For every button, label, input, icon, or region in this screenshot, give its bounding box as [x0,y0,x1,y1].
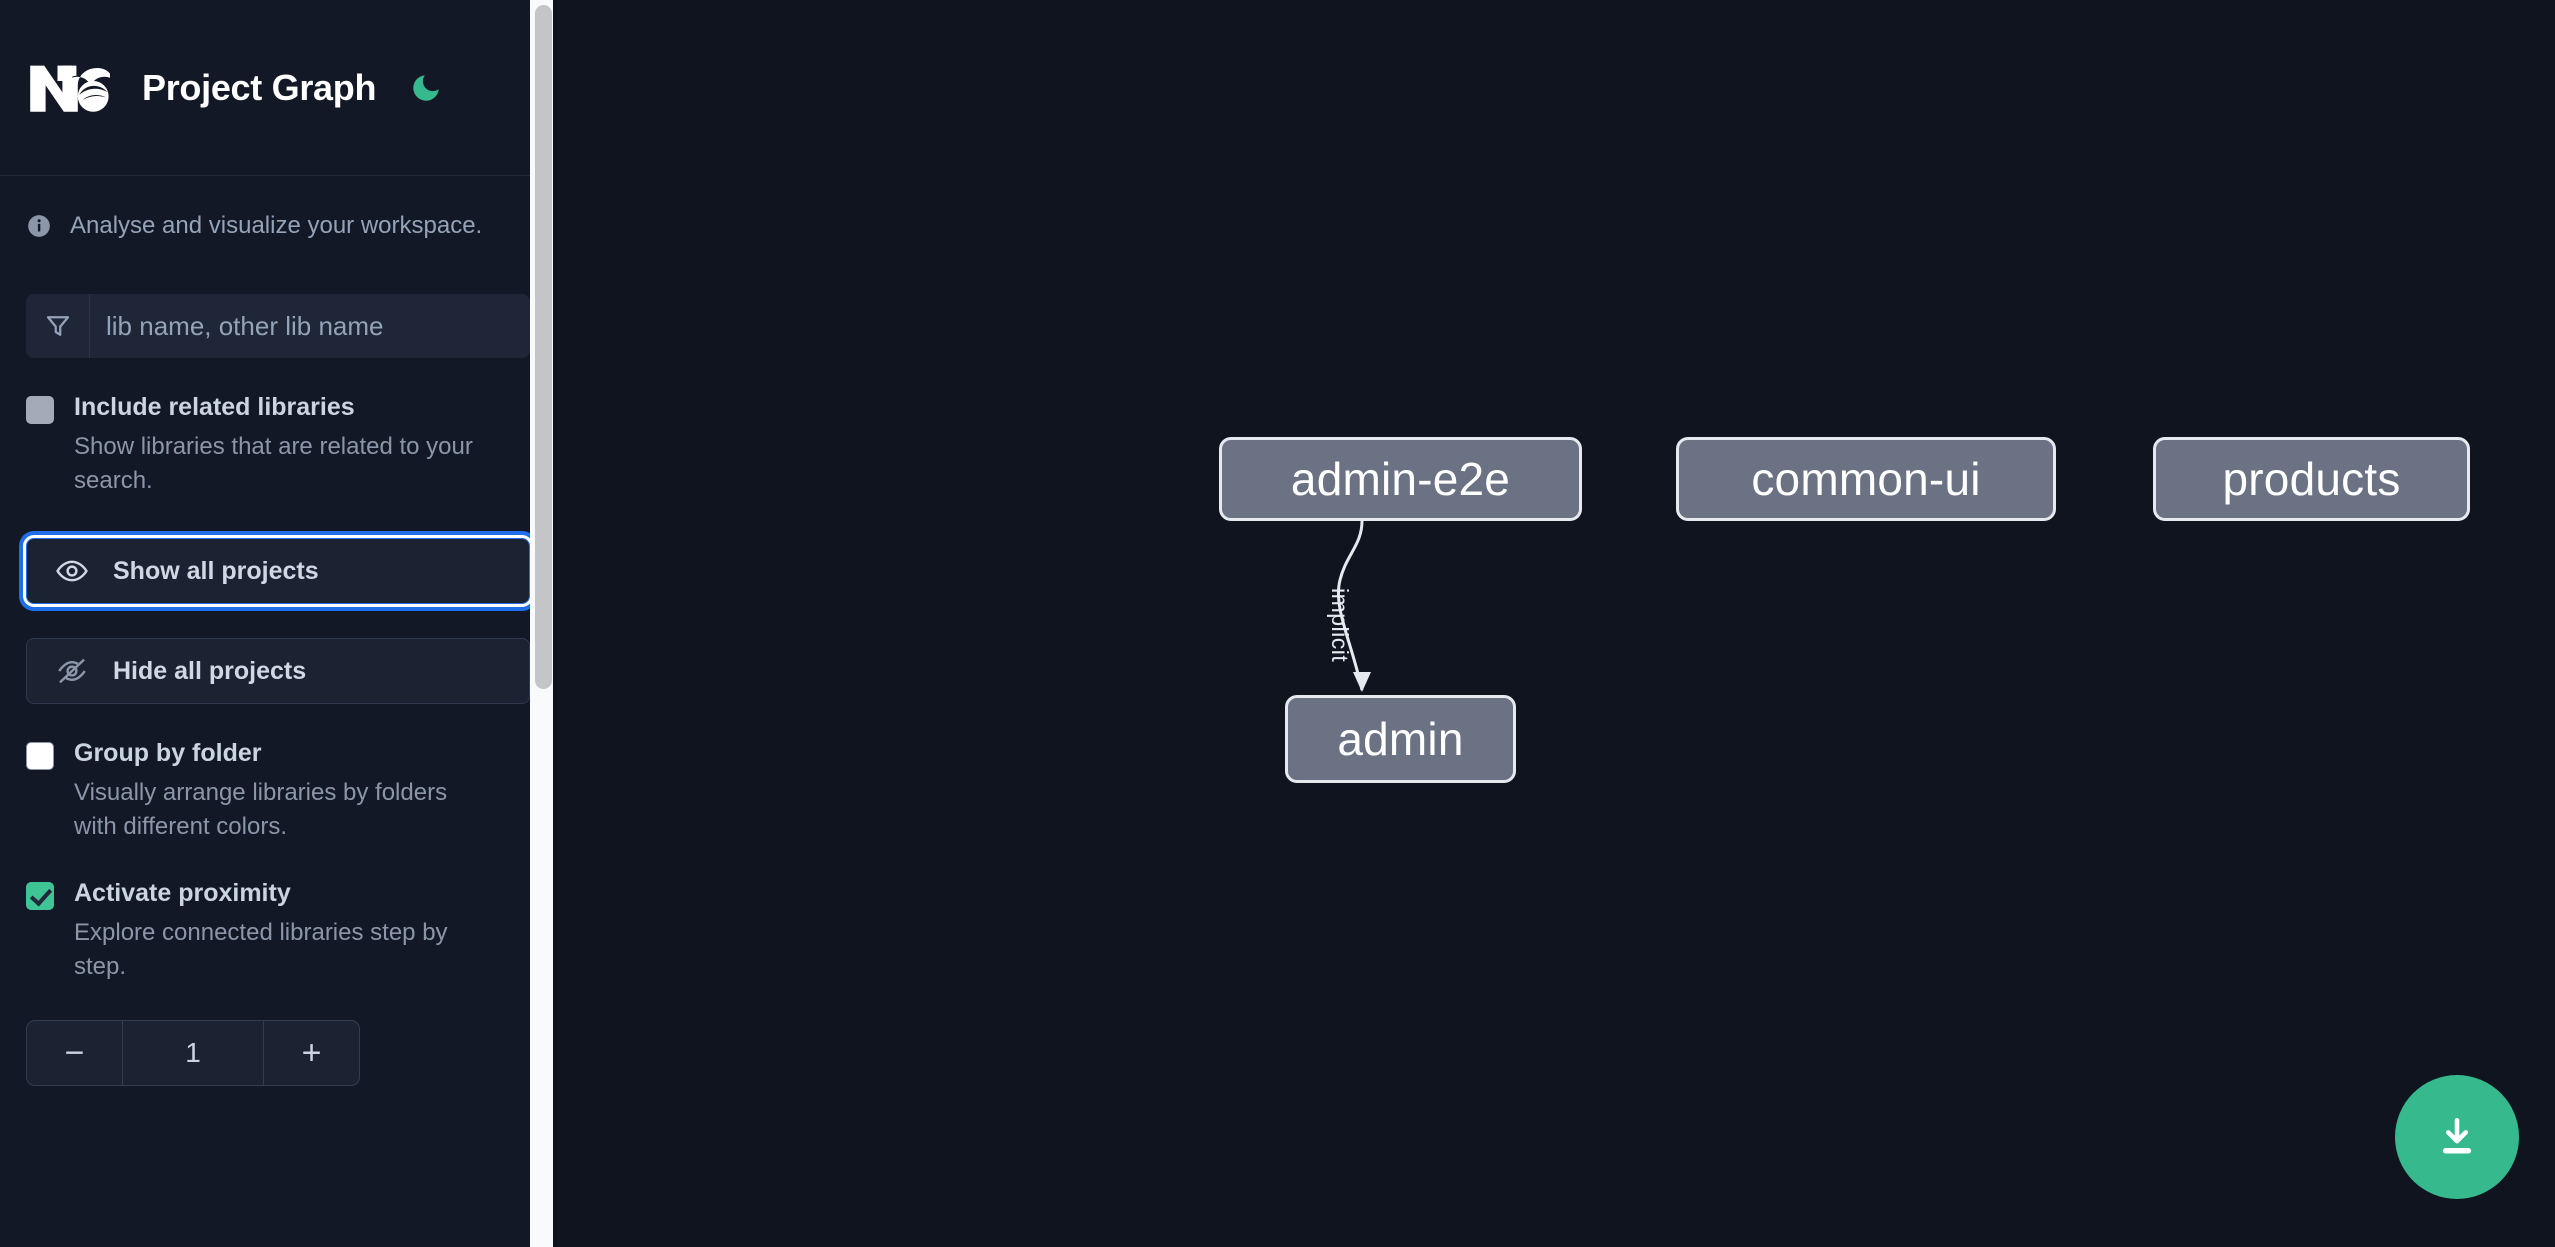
button-label: Hide all projects [113,656,307,685]
funnel-icon [26,294,90,358]
include-related-libraries-checkbox[interactable] [26,396,54,424]
show-all-projects-button[interactable]: Show all projects [26,538,530,605]
option-description: Show libraries that are related to your … [74,433,473,495]
graph-canvas[interactable]: implicit implicit admin-e2e common-ui pr… [556,0,2555,1247]
option-description: Visually arrange libraries by folders wi… [74,779,448,841]
eye-icon [55,554,89,588]
sidebar-header: Project Graph [0,0,556,176]
graph-edges [1336,520,1371,692]
button-label: Show all projects [113,556,319,585]
graph-node-products[interactable]: products [2153,437,2470,521]
stepper-value: 1 [185,1037,201,1069]
stepper-increment-button[interactable]: + [263,1021,359,1086]
filter-box[interactable] [26,294,530,358]
sidebar: Project Graph Analyse and visualize your… [0,0,556,1247]
nx-logo [26,59,114,117]
proximity-stepper-wrap: − 1 + [0,1020,556,1087]
hide-all-projects-button[interactable]: Hide all projects [26,638,530,705]
download-button[interactable] [2395,1075,2519,1199]
info-text: Analyse and visualize your workspace. [70,212,483,239]
edge-admin-e2e-to-admin [1336,520,1371,692]
group-by-folder-checkbox[interactable] [26,742,54,771]
sidebar-scrollbar-track[interactable] [530,0,556,1247]
stepper-decrement-button[interactable]: − [27,1021,123,1086]
graph-node-admin[interactable]: admin [1285,695,1516,783]
info-banner: Analyse and visualize your workspace. [0,176,556,276]
eye-off-icon [55,654,89,688]
sidebar-scrollbar-thumb[interactable] [535,5,552,689]
option-label: Group by folder [74,739,262,768]
page-title: Project Graph [142,66,377,108]
option-group-by-folder: Group by folder Visually arrange librari… [0,738,556,844]
moon-icon[interactable] [406,68,446,108]
option-include-related-libraries: Include related libraries Show libraries… [0,392,556,498]
option-description: Explore connected libraries step by step… [74,919,448,981]
option-activate-proximity: Activate proximity Explore connected lib… [0,878,556,984]
option-label: Include related libraries [74,393,355,421]
option-label: Activate proximity [74,879,291,908]
search-input[interactable] [90,294,530,358]
activate-proximity-checkbox[interactable] [26,882,54,911]
graph-node-common-ui[interactable]: common-ui [1676,437,2056,521]
visibility-buttons: Show all projects Hide all projects [0,538,556,705]
download-icon [2442,1118,2472,1154]
info-circle-icon [26,213,52,239]
graph-node-admin-e2e[interactable]: admin-e2e [1219,437,1582,521]
proximity-stepper: − 1 + [26,1020,360,1087]
filter-section [0,294,556,358]
edge-label-implicit-admin: implicit [1327,588,1353,663]
sidebar-edge [553,0,556,1247]
